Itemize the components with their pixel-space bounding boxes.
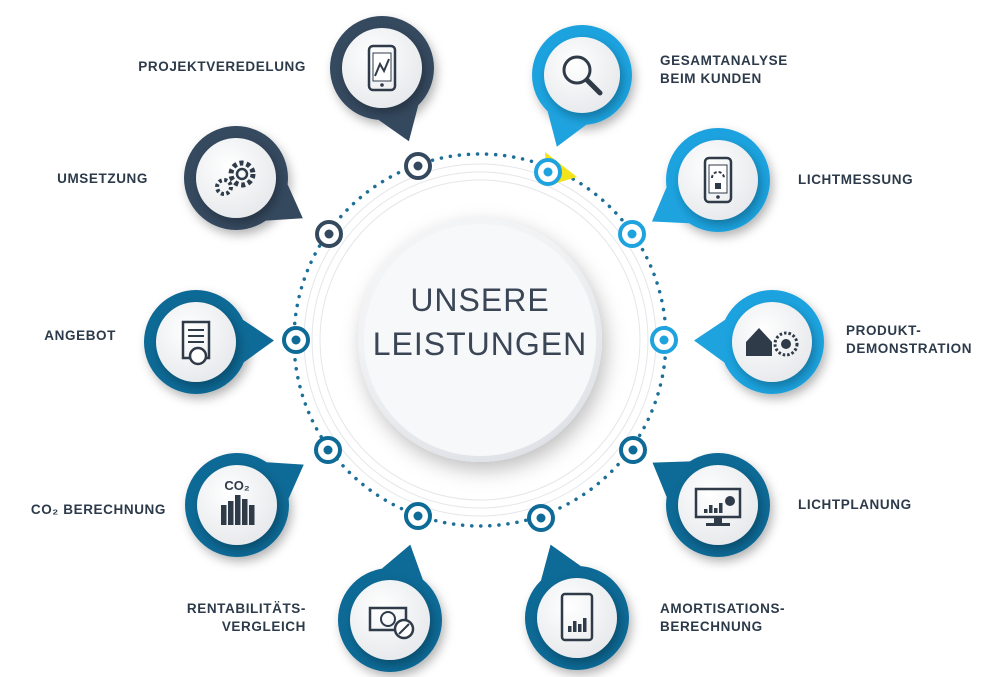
step-label-line: BERECHNUNG — [660, 619, 763, 634]
step-label-line: PRODUKT- — [846, 323, 922, 338]
step-label: AMORTISATIONS- BERECHNUNG — [660, 600, 785, 636]
step-label-line: LICHTPLANUNG — [798, 497, 912, 512]
co2-badge: CO₂ — [224, 478, 250, 493]
step-label: UMSETZUNG — [57, 170, 148, 188]
phone-chart-icon — [367, 44, 397, 92]
house-lamp-icon — [746, 328, 799, 357]
ring-marker — [282, 326, 310, 354]
center-title-line-1: UNSERE — [410, 282, 550, 318]
step-label: PRODUKT- DEMONSTRATION — [846, 322, 972, 358]
step-label-line: GESAMTANALYSE — [660, 53, 788, 68]
service-pins: CO₂ — [144, 16, 824, 672]
ring-marker — [619, 436, 647, 464]
money-percent-icon — [368, 606, 415, 640]
ring-markers — [282, 152, 678, 532]
step-label: LICHTMESSUNG — [798, 171, 913, 189]
center-circle — [358, 218, 602, 462]
step-label: LICHTPLANUNG — [798, 496, 912, 514]
co2-bars-pin: CO₂ — [185, 453, 304, 557]
magnifier-icon — [562, 55, 603, 96]
gears-icon — [215, 160, 256, 196]
step-label: ANGEBOT — [44, 327, 116, 345]
step-label: RENTABILITÄTS- VERGLEICH — [187, 600, 306, 636]
step-label-line: AMORTISATIONS- — [660, 601, 786, 616]
ring-marker — [650, 326, 678, 354]
tablet-chart-icon — [560, 592, 594, 642]
ring-marker — [314, 436, 342, 464]
house-lamp-pin — [694, 290, 824, 394]
step-label: CO₂ BERECHNUNG — [31, 501, 166, 519]
magnifier-pin — [532, 25, 632, 147]
center-title: UNSERE LEISTUNGEN — [360, 278, 600, 366]
ring-marker — [618, 220, 646, 248]
step-label-line: UMSETZUNG — [57, 171, 148, 186]
phone-chart-pin — [330, 16, 434, 142]
gears-pin — [184, 126, 303, 230]
step-label-line: ANGEBOT — [44, 328, 116, 343]
step-label-line: BEIM KUNDEN — [660, 71, 762, 86]
step-label: GESAMTANALYSE BEIM KUNDEN — [660, 52, 788, 88]
step-label-line: CO₂ BERECHNUNG — [30, 502, 166, 517]
ring-marker — [404, 502, 432, 530]
money-percent-pin — [338, 544, 442, 672]
step-label-line: LICHTMESSUNG — [798, 172, 914, 187]
step-label: PROJEKTVEREDELUNG — [138, 58, 306, 76]
phone-meter-icon — [703, 156, 733, 204]
ring-marker — [527, 504, 555, 532]
ring-marker — [315, 220, 343, 248]
step-label-line: PROJEKTVEREDELUNG — [138, 59, 306, 74]
ring-marker — [404, 152, 432, 180]
invoice-euro-pin — [144, 290, 274, 394]
ring-marker — [534, 158, 562, 186]
center-title-line-2: LEISTUNGEN — [372, 326, 588, 362]
monitor-chart-icon — [694, 487, 742, 526]
monitor-chart-pin — [652, 453, 770, 557]
step-label-line: DEMONSTRATION — [846, 341, 973, 356]
tablet-chart-pin — [525, 544, 629, 670]
step-label-line: RENTABILITÄTS- — [186, 601, 306, 616]
co2-bars-icon: CO₂ — [221, 478, 255, 525]
phone-meter-pin — [651, 128, 770, 232]
invoice-euro-icon — [181, 320, 211, 366]
step-label-line: VERGLEICH — [221, 619, 306, 634]
